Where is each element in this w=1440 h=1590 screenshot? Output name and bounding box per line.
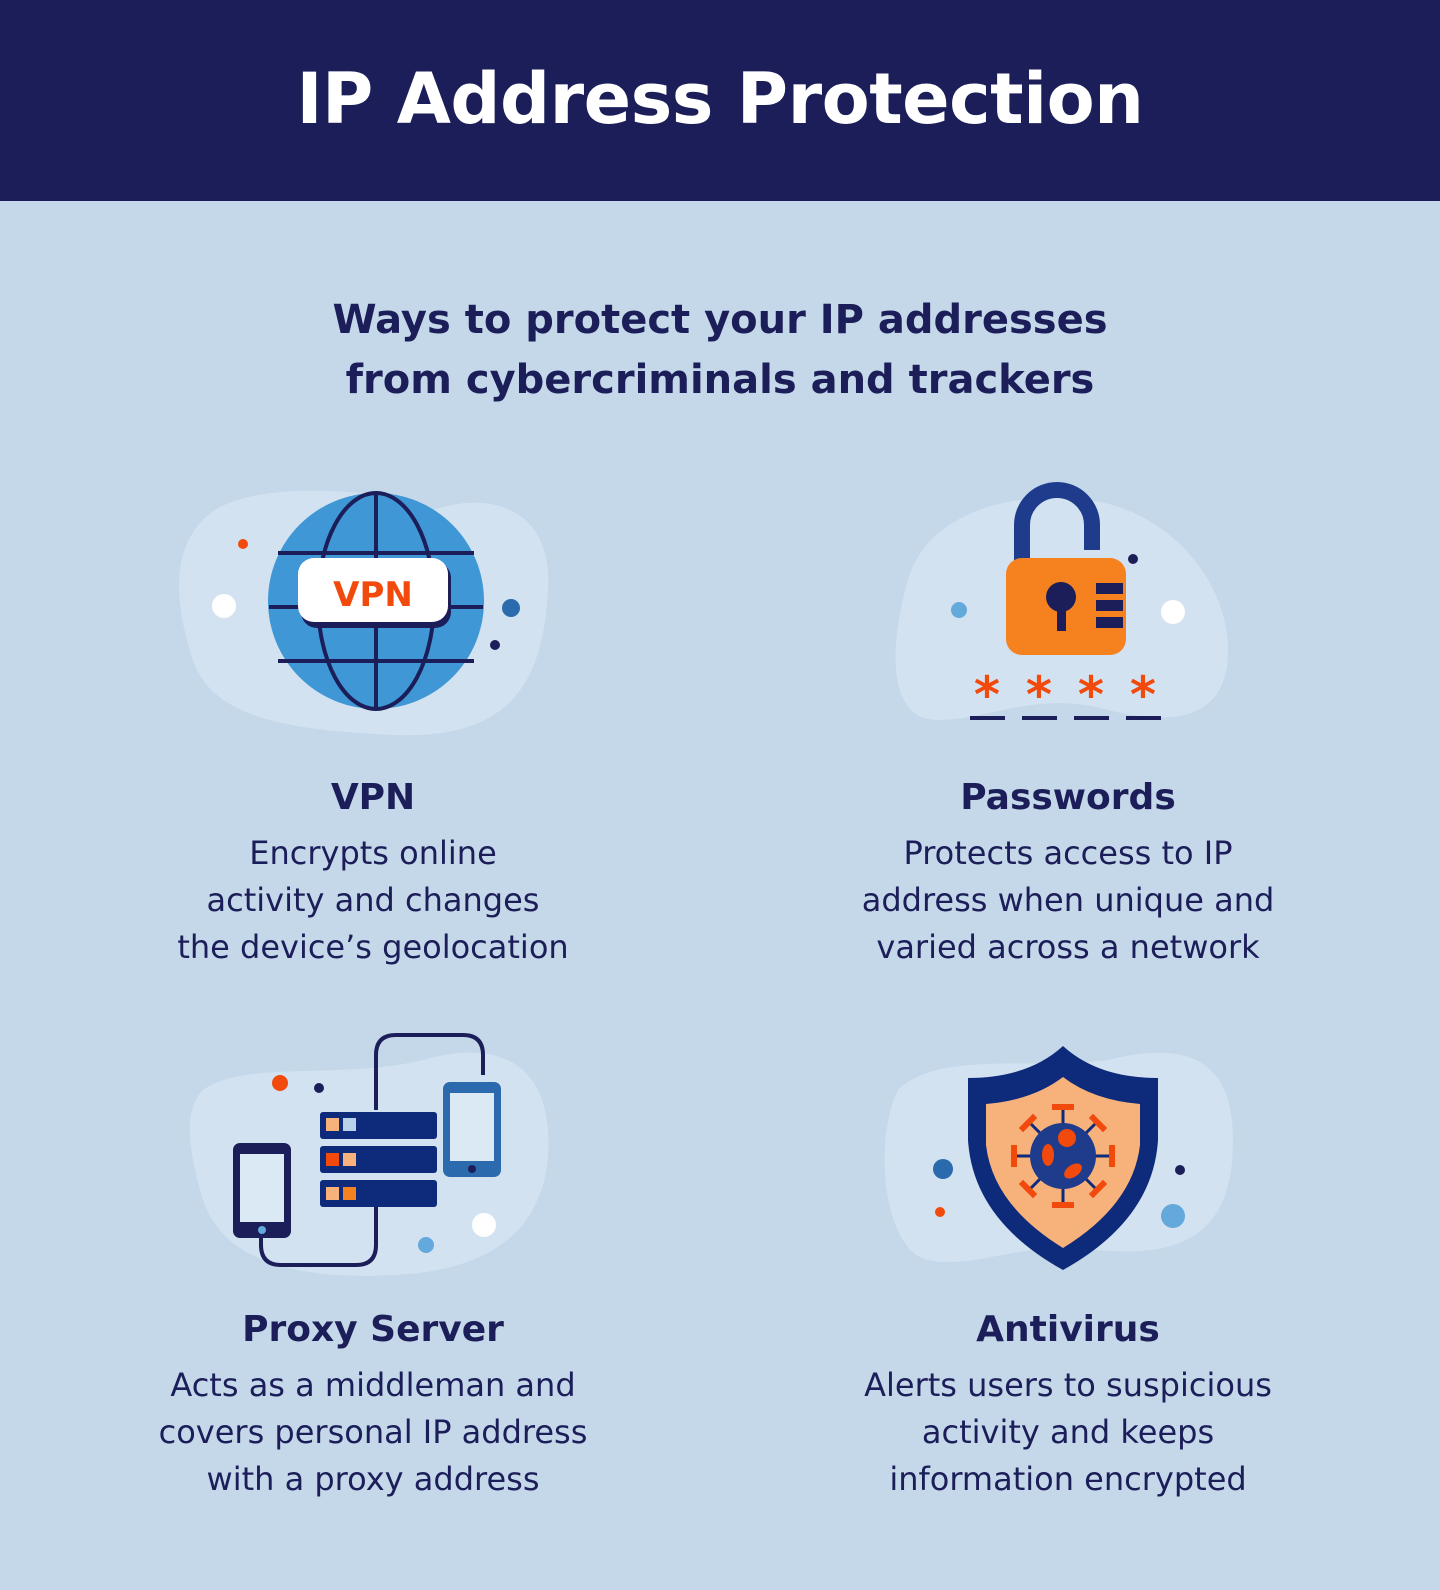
vpn-description: Encrypts online activity and changes the…: [177, 834, 569, 966]
passwords-card: * * * * Passwords Protects access to IP …: [788, 480, 1348, 971]
antivirus-title: Antivirus: [976, 1309, 1160, 1350]
passwords-illustration: * * * *: [788, 480, 1348, 750]
svg-text:*: *: [1078, 666, 1104, 724]
svg-text:*: *: [1130, 666, 1156, 724]
svg-text:VPN: VPN: [333, 575, 413, 615]
vpn-title: VPN: [330, 777, 416, 818]
proxy-server-icon: [189, 1033, 549, 1276]
proxy-server-illustration: [93, 1020, 653, 1290]
page-subtitle: Ways to protect your IP addresses from c…: [0, 290, 1440, 410]
page-title: IP Address Protection: [296, 57, 1144, 140]
antivirus-description: Alerts users to suspicious activity and …: [864, 1366, 1272, 1498]
proxy-server-description: Acts as a middleman and covers personal …: [158, 1366, 588, 1498]
antivirus-illustration: [788, 1020, 1348, 1290]
svg-text:*: *: [1026, 666, 1052, 724]
passwords-title: Passwords: [960, 777, 1176, 818]
antivirus-shield-icon: [884, 1046, 1233, 1270]
proxy-server-card: Proxy Server Acts as a middleman and cov…: [93, 1020, 653, 1503]
passwords-description: Protects access to IP address when uniqu…: [861, 834, 1275, 966]
vpn-globe-icon: VPN: [179, 490, 549, 736]
page-header: IP Address Protection: [0, 0, 1440, 201]
subtitle-line-1: Ways to protect your IP addresses: [332, 297, 1108, 343]
subtitle-line-2: from cybercriminals and trackers: [345, 357, 1095, 403]
vpn-illustration: VPN: [93, 480, 653, 750]
svg-text:*: *: [974, 666, 1000, 724]
padlock-password-icon: * * * *: [895, 482, 1228, 724]
vpn-card: VPN VPN Encrypts online activity and cha…: [93, 480, 653, 971]
proxy-server-title: Proxy Server: [242, 1309, 504, 1350]
antivirus-card: Antivirus Alerts users to suspicious act…: [788, 1020, 1348, 1503]
